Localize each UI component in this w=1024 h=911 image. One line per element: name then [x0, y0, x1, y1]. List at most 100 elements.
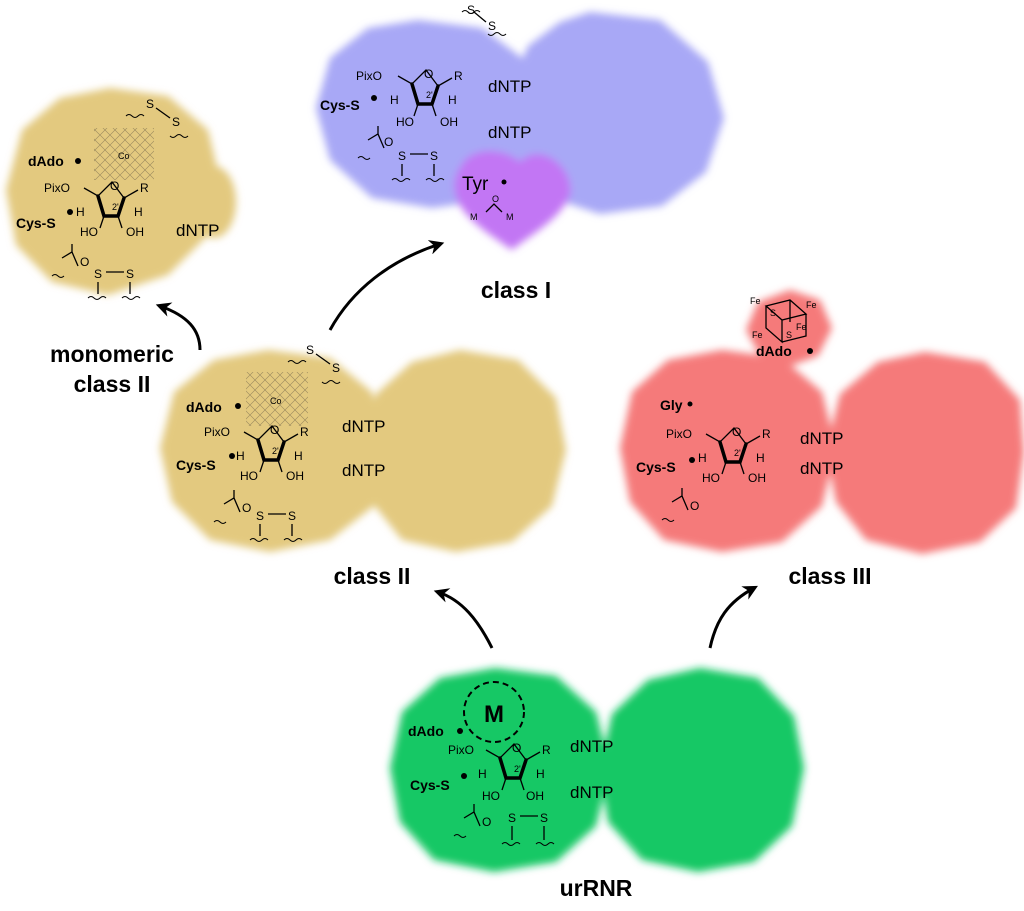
class1-top-s2: S: [488, 19, 496, 33]
monomeric-class2-bump: [192, 166, 236, 238]
class2-dado: dAdo: [186, 399, 222, 415]
class1-top-s1: S: [467, 3, 475, 17]
class2-r: R: [300, 425, 309, 439]
class3-oh: OH: [748, 471, 766, 485]
class2-blob-group: [160, 350, 566, 552]
class3-fe4: Fe: [752, 330, 763, 340]
class1-h-left: H: [390, 93, 399, 107]
class3-fe2: Fe: [806, 300, 817, 310]
urRNR-metal-m: M: [484, 701, 504, 728]
mono-carbox-o: O: [80, 255, 89, 269]
mono-top-s1: S: [146, 97, 154, 111]
urRNR-s-a: S: [508, 811, 516, 825]
class2-ho: HO: [240, 469, 258, 483]
class2-h-right: H: [294, 449, 303, 463]
arrow-urRNR-to-class3: [708, 585, 758, 649]
class1-title: class I: [481, 277, 551, 303]
class1-dntp-1: dNTP: [488, 77, 531, 96]
class3-blob-group: [620, 290, 1024, 554]
urRNR-metal-site-circle: [463, 681, 525, 743]
class3-h-left: H: [698, 451, 707, 465]
class1-cys-radical-dot: [371, 95, 377, 101]
class3-cluster-s2: S: [786, 330, 792, 340]
mono-h-right: H: [134, 205, 143, 219]
class1-s-a: S: [398, 149, 406, 163]
class3-cluster-subunit: [746, 290, 832, 366]
mono-r: R: [140, 181, 149, 195]
class2-right-subunit: [362, 350, 566, 552]
mono-cys-s: Cys-S: [16, 215, 56, 231]
urRNR-cys-radical-dot: [461, 773, 467, 779]
urRNR-2prime: 2': [514, 764, 521, 774]
class1-s-b: S: [430, 149, 438, 163]
class3-dado-radical-dot: [807, 348, 813, 354]
arrow-class2-to-monomeric: [155, 302, 202, 351]
monomeric-title-line1: monomeric: [50, 341, 174, 367]
mono-pix-o: PixO: [44, 181, 70, 195]
class2-top-s2: S: [332, 361, 340, 375]
class1-tyr-radical-dot: [501, 179, 507, 185]
mono-s-a: S: [94, 267, 102, 281]
monomeric-class2-blob-group: [6, 88, 236, 295]
class2-dntp-1: dNTP: [342, 417, 385, 436]
class2-cys-s: Cys-S: [176, 457, 216, 473]
class2-co: Co: [270, 396, 282, 406]
class1-carbox-o: O: [384, 135, 393, 149]
class2-2prime: 2': [272, 446, 279, 456]
class2-s-b: S: [288, 509, 296, 523]
class1-tyr: Tyr: [462, 174, 489, 195]
class1-metal-m2: M: [506, 212, 514, 222]
urRNR-r: R: [542, 743, 551, 757]
class1-ring-o: O: [424, 67, 433, 81]
class2-chemistry: S S Co dAdo PixO O R H H 2' HO OH Cys-S …: [176, 343, 385, 542]
mono-co: Co: [118, 151, 130, 161]
mono-cys-radical-dot: [67, 209, 73, 215]
mono-2prime: 2': [112, 202, 119, 212]
monomeric-title-line2: class II: [74, 371, 151, 397]
class3-r: R: [762, 427, 771, 441]
urRNR-s-b: S: [540, 811, 548, 825]
mono-ring-o: O: [110, 179, 119, 193]
urRNR-blob-group: [390, 668, 804, 872]
class3-fe1: Fe: [750, 296, 761, 306]
urRNR-title: urRNR: [560, 875, 633, 901]
urRNR-h-left: H: [478, 767, 487, 781]
class3-fe4s4-cluster: Fe Fe Fe Fe S S: [750, 296, 817, 344]
mono-top-s2: S: [172, 115, 180, 129]
class3-cys-s: Cys-S: [636, 459, 676, 475]
class1-r: R: [454, 69, 463, 83]
mono-s-b: S: [126, 267, 134, 281]
class1-right-subunit: [508, 12, 724, 214]
urRNR-cys-s: Cys-S: [410, 777, 450, 793]
class3-cys-radical-dot: [689, 457, 695, 463]
class3-dntp-1: dNTP: [800, 429, 843, 448]
urRNR-pix-o: PixO: [448, 743, 474, 757]
class1-pix-o: PixO: [356, 69, 382, 83]
class2-oh: OH: [286, 469, 304, 483]
class3-2prime: 2': [734, 448, 741, 458]
mono-h-left: H: [76, 205, 85, 219]
urRNR-dado-radical-dot: [457, 728, 463, 734]
class1-oh: OH: [440, 115, 458, 129]
class2-h-left: H: [236, 449, 245, 463]
class1-2prime: 2': [426, 90, 433, 100]
mono-dado-radical-dot: [75, 158, 81, 164]
class2-cobalamin-ring: [246, 372, 308, 426]
class2-s-a: S: [256, 509, 264, 523]
class3-pix-o: PixO: [666, 427, 692, 441]
mono-ho: HO: [80, 225, 98, 239]
urRNR-right-subunit: [600, 668, 804, 872]
class1-tyr-site: [454, 151, 571, 250]
mono-oh: OH: [126, 225, 144, 239]
class3-h-right: H: [756, 451, 765, 465]
urRNR-carbox-o: O: [482, 815, 491, 829]
monomeric-class2-chemistry: S S Co dAdo PixO O R H H 2' HO OH Cys-S …: [16, 97, 219, 300]
class3-chemistry: Fe Fe Fe Fe S S dAdo Gly PixO O R H H 2'…: [636, 296, 843, 522]
class2-dntp-2: dNTP: [342, 461, 385, 480]
arrow-urRNR-to-class2: [433, 588, 494, 649]
class1-chemistry: S S PixO O R H H 2' HO OH Cys-S O S S dN…: [320, 3, 531, 222]
mono-dntp: dNTP: [176, 221, 219, 240]
class3-fe3: Fe: [796, 322, 807, 332]
